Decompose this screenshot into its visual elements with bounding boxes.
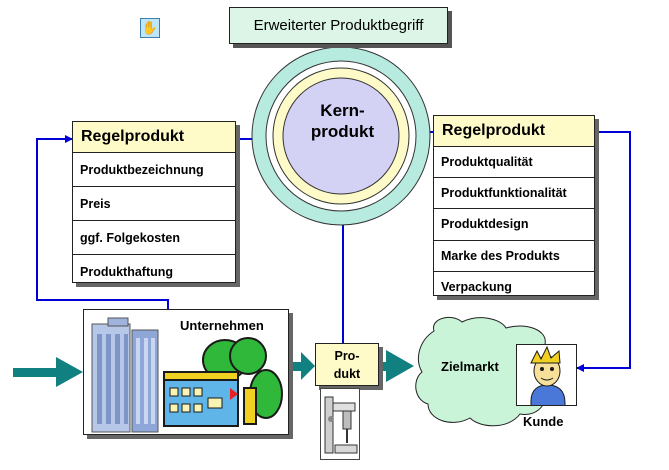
left-row-folgekosten: ggf. Folgekosten (73, 221, 235, 255)
left-row-produktbezeichnung: Produktbezeichnung (73, 153, 235, 187)
right-row-produktqualitaet: Produktqualität (434, 147, 594, 179)
produkt-box: Pro- dukt (315, 343, 379, 386)
left-row-preis: Preis (73, 187, 235, 221)
produkt-line2: dukt (333, 366, 361, 381)
kunde-feedback-arrow (576, 131, 631, 372)
right-regelprodukt-header: Regelprodukt (434, 116, 594, 147)
flow-arrow-in (13, 357, 83, 387)
buildings-illustration (91, 317, 283, 433)
flow-arrow-to-produkt (289, 352, 315, 380)
kunde-illustration (516, 344, 577, 406)
produkt-line1: Pro- (334, 348, 360, 363)
right-regelprodukt-table: Regelprodukt Produktqualität Produktfunk… (433, 115, 595, 296)
kernprodukt-line2: produkt (310, 122, 375, 141)
flow-arrow-to-zielmarkt (383, 350, 414, 382)
right-row-marke: Marke des Produkts (434, 241, 594, 272)
kunde-label: Kunde (523, 414, 564, 429)
right-row-produktdesign: Produktdesign (434, 209, 594, 241)
right-row-verpackung: Verpackung (441, 279, 512, 294)
machine-illustration (320, 388, 360, 460)
unternehmen-label: Unternehmen (180, 318, 264, 333)
left-row-produkthaftung: Produkthaftung (80, 264, 174, 279)
kernprodukt-label: Kern- produkt (285, 100, 400, 142)
page-title: Erweiterter Produktbegriff (229, 7, 448, 44)
unternehmen-feedback-arrow (36, 135, 169, 309)
left-regelprodukt-header: Regelprodukt (73, 122, 235, 153)
kernprodukt-line1: Kern- (320, 101, 365, 120)
left-regelprodukt-table: Regelprodukt Produktbezeichnung Preis gg… (72, 121, 236, 283)
right-row-produktfunktionalitaet: Produktfunktionalität (434, 178, 594, 210)
unternehmen-box (83, 309, 289, 435)
zielmarkt-label: Zielmarkt (441, 359, 499, 374)
hand-icon[interactable]: ✋ (140, 18, 160, 38)
core-circle (282, 77, 400, 195)
